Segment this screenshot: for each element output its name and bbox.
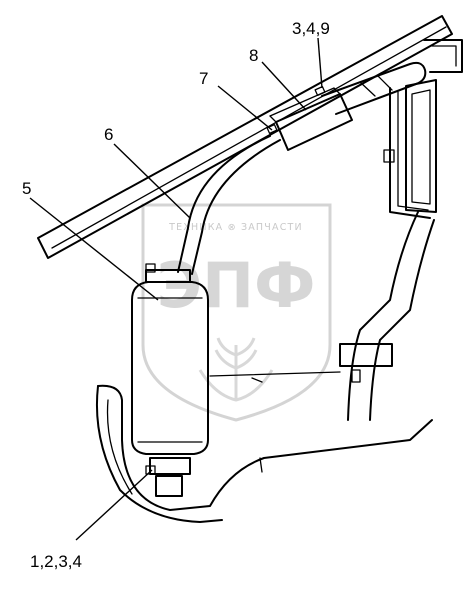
window-panel: [405, 79, 437, 213]
callout-5: 5: [22, 179, 31, 198]
watermark-shield: [141, 203, 332, 422]
roof-corner-bracket: [423, 39, 463, 73]
lower-bracket: [339, 343, 393, 367]
side-frame: [339, 79, 437, 421]
wheat-emblem-icon: [198, 337, 274, 402]
leader-7: [217, 85, 273, 131]
callout-6: 6: [104, 125, 113, 144]
fastener-349: [314, 85, 326, 97]
outlet-fitting: [155, 475, 183, 497]
upper-clamp-bolt: [145, 263, 156, 273]
leader-5: [29, 197, 159, 301]
lower-clamp-bolt: [145, 465, 156, 475]
hose-6: [177, 135, 281, 275]
watermark-brand: ЭПФ: [157, 249, 316, 322]
box-front: [275, 93, 353, 151]
floor-lower: [95, 385, 223, 523]
lower-clamp: [149, 457, 191, 475]
hinge-upper: [383, 149, 395, 163]
fastener-7: [266, 123, 278, 135]
roof-pipe-body: [321, 61, 427, 115]
watermark-tagline: ТЕХНИКА ⊗ ЗАПЧАСТИ: [168, 222, 303, 233]
leader-8: [261, 61, 307, 111]
canister-5: [131, 263, 209, 497]
frame-upper: [389, 87, 431, 219]
leader-349: [317, 37, 323, 89]
callout-1-2-3-4: 1,2,3,4: [30, 552, 82, 571]
roof-beam: [37, 15, 453, 259]
hose-6-outer: [177, 135, 271, 273]
leader-1234: [75, 469, 153, 541]
roof-frame: [37, 15, 463, 259]
frame-lower: [347, 211, 419, 421]
component-8-box: [266, 85, 353, 151]
watermark: ТЕХНИКА ⊗ ЗАПЧАСТИ ЭПФ: [141, 203, 332, 422]
callout-7: 7: [199, 69, 208, 88]
floor-contour: [95, 371, 433, 523]
callouts: 3,4,9 8 7 6 5 1,2,3,4: [22, 19, 330, 571]
leader-6: [113, 143, 191, 219]
callout-3-4-9: 3,4,9: [292, 19, 330, 38]
leader-lines: [29, 37, 323, 541]
floor-outer: [97, 384, 433, 511]
roof-beam-edge: [51, 26, 447, 249]
hose-6-inner: [191, 139, 281, 275]
canister-body: [131, 281, 209, 455]
callout-8: 8: [249, 46, 258, 65]
